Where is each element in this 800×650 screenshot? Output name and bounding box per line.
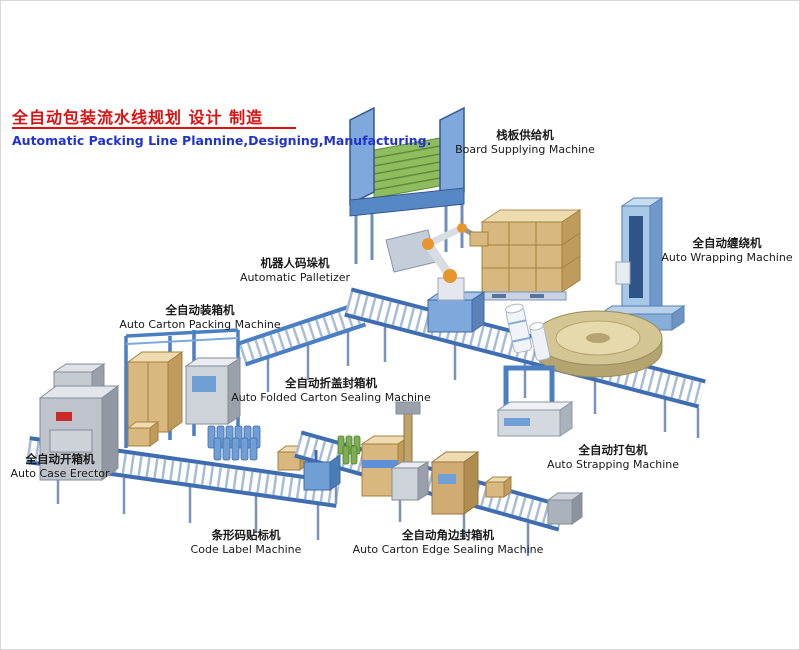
page-title-en: Automatic Packing Line Plannine,Designin… — [12, 133, 432, 148]
label-auto-strapping-machine: 全自动打包机 Auto Strapping Machine — [545, 443, 681, 472]
title-underline — [12, 127, 296, 129]
page-title-zh: 全自动包装流水线规划 设计 制造 — [12, 108, 264, 127]
label-zh: 条形码贴标机 — [211, 528, 281, 542]
label-auto-case-erector: 全自动开箱机 Auto Case Erector — [4, 452, 116, 481]
label-code-label-machine: 条形码贴标机 Code Label Machine — [184, 528, 308, 557]
label-auto-carton-edge-sealing-machine: 全自动角边封箱机 Auto Carton Edge Sealing Machin… — [350, 528, 546, 557]
outfeed-boxes — [484, 476, 513, 498]
label-automatic-palletizer: 机器人码垛机 Automatic Palletizer — [232, 256, 358, 285]
label-zh: 全自动角边封箱机 — [402, 528, 494, 542]
mast-machine-graphic — [390, 401, 430, 501]
label-board-supplying-machine: 栈板供给机 Board Supplying Machine — [455, 128, 595, 157]
strapping-machine-graphic — [496, 365, 574, 437]
label-en: Auto Folded Carton Sealing Machine — [231, 390, 431, 404]
label-zh: 全自动打包机 — [578, 443, 648, 457]
edge-sealing-machine-graphic — [430, 451, 480, 515]
film-rolls — [504, 303, 551, 361]
label-en: Auto Wrapping Machine — [661, 250, 793, 264]
label-zh: 栈板供给机 — [496, 128, 554, 142]
infeed-conveyor — [237, 301, 367, 392]
label-en: Auto Carton Packing Machine — [119, 317, 281, 331]
label-auto-wrapping-machine: 全自动缠绕机 Auto Wrapping Machine — [658, 236, 796, 265]
label-en: Code Label Machine — [190, 542, 302, 556]
board-supplying-machine-graphic — [349, 106, 465, 273]
pallet-stack — [477, 209, 582, 301]
label-auto-folded-carton-sealing-machine: 全自动折盖封箱机 Auto Folded Carton Sealing Mach… — [228, 376, 434, 405]
turntable-graphic — [533, 310, 663, 378]
bottles-cluster — [207, 425, 261, 461]
green-bottles-cluster — [337, 435, 361, 465]
label-zh: 全自动缠绕机 — [692, 236, 762, 250]
label-en: Auto Case Erector — [10, 466, 110, 480]
label-zh: 全自动开箱机 — [25, 452, 95, 466]
label-auto-carton-packing-machine: 全自动装箱机 Auto Carton Packing Machine — [112, 303, 288, 332]
label-zh: 全自动装箱机 — [165, 303, 235, 317]
label-en: Board Supplying Machine — [455, 142, 595, 156]
conveyor-end-cap — [546, 492, 584, 525]
case-erector-graphic — [38, 363, 120, 481]
code-label-machine-graphic — [303, 450, 341, 491]
label-en: Auto Carton Edge Sealing Machine — [352, 542, 544, 556]
center-conveyor — [294, 430, 566, 556]
label-en: Automatic Palletizer — [239, 270, 351, 284]
label-en: Auto Strapping Machine — [546, 457, 680, 471]
carton-packing-machine-graphic — [124, 328, 242, 448]
label-zh: 机器人码垛机 — [260, 256, 330, 270]
robot-palletizer-graphic — [422, 223, 489, 333]
label-zh: 全自动折盖封箱机 — [285, 376, 377, 390]
